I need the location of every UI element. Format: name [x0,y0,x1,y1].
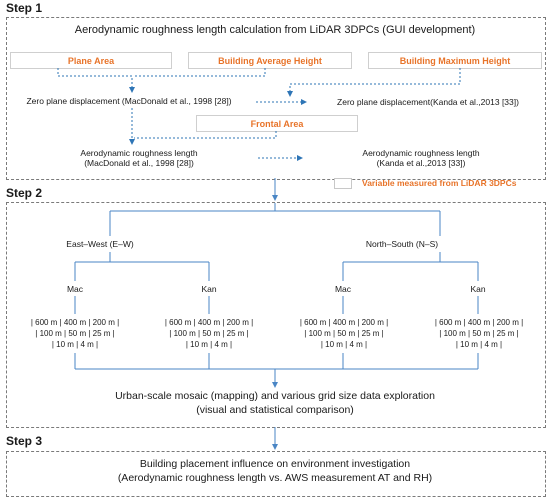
mosaic-line2: (visual and statistical comparison) [196,404,354,416]
east-west-label: East–West (E–W) [66,239,134,249]
building-average-height-box: Building Average Height [188,52,352,69]
step2-label: Step 2 [6,186,43,200]
step3-line1: Building placement influence on environm… [139,458,411,470]
step3-box [6,451,546,497]
grid-sizes-line2: | 100 m | 50 m | 25 m | [35,329,115,338]
plane-area-box: Plane Area [10,52,172,69]
grid-sizes-block-1: | 600 m | 400 m | 200 m | | 100 m | 50 m… [15,317,135,350]
grid-sizes-block-2: | 600 m | 400 m | 200 m | | 100 m | 50 m… [149,317,269,350]
grid-sizes-line1: | 600 m | 400 m | 200 m | [434,318,524,327]
zpd-kanda-text: Zero plane displacement(Kanda et al.,201… [337,97,519,107]
grid-sizes-line2: | 100 m | 50 m | 25 m | [304,329,384,338]
method-label-1: Mac [66,284,84,294]
step2-box [6,202,546,428]
arrow-avgheight-to-zpd [134,68,266,77]
step3-line2: (Aerodynamic roughness length vs. AWS me… [117,472,433,484]
north-south-label: North–South (N–S) [365,239,439,249]
step1-label: Step 1 [6,1,43,15]
grid-sizes-line3: | 10 m | 4 m | [320,340,368,349]
method-label-3: Mac [334,284,352,294]
arl-kanda-line2: (Kanda et al.,2013 [33]) [376,158,466,168]
arl-macdonald-line2: (MacDonald et al., 1998 [28]) [84,158,194,168]
frontal-area-box: Frontal Area [196,115,358,132]
step1-box [6,17,546,180]
grid-sizes-line1: | 600 m | 400 m | 200 m | [30,318,120,327]
step1-title: Aerodynamic roughness length calculation… [74,24,476,36]
grid-sizes-line2: | 100 m | 50 m | 25 m | [439,329,519,338]
arrow-plane-to-zpd [57,68,135,93]
arl-kanda-line1: Aerodynamic roughness length [362,148,480,158]
legend-swatch [334,178,352,189]
building-maximum-height-box: Building Maximum Height [368,52,542,69]
grid-sizes-line1: | 600 m | 400 m | 200 m | [164,318,254,327]
grid-sizes-line3: | 10 m | 4 m | [455,340,503,349]
grid-sizes-block-3: | 600 m | 400 m | 200 m | | 100 m | 50 m… [284,317,404,350]
method-label-2: Kan [201,284,217,294]
grid-sizes-line3: | 10 m | 4 m | [185,340,233,349]
step3-label: Step 3 [6,434,43,448]
grid-sizes-block-4: | 600 m | 400 m | 200 m | | 100 m | 50 m… [419,317,539,350]
arl-macdonald-line1: Aerodynamic roughness length [80,148,198,158]
arrow-maxheight-to-zpd-kanda [287,68,461,97]
grid-sizes-line3: | 10 m | 4 m | [51,340,99,349]
legend-text: Variable measured from LiDAR 3DPCs [362,178,517,188]
arrow-frontal-to-arl [134,131,277,139]
method-label-4: Kan [470,284,486,294]
grid-sizes-line1: | 600 m | 400 m | 200 m | [299,318,389,327]
mosaic-line1: Urban-scale mosaic (mapping) and various… [115,390,435,402]
zpd-macdonald-text: Zero plane displacement (MacDonald et al… [26,96,232,106]
grid-sizes-line2: | 100 m | 50 m | 25 m | [169,329,249,338]
